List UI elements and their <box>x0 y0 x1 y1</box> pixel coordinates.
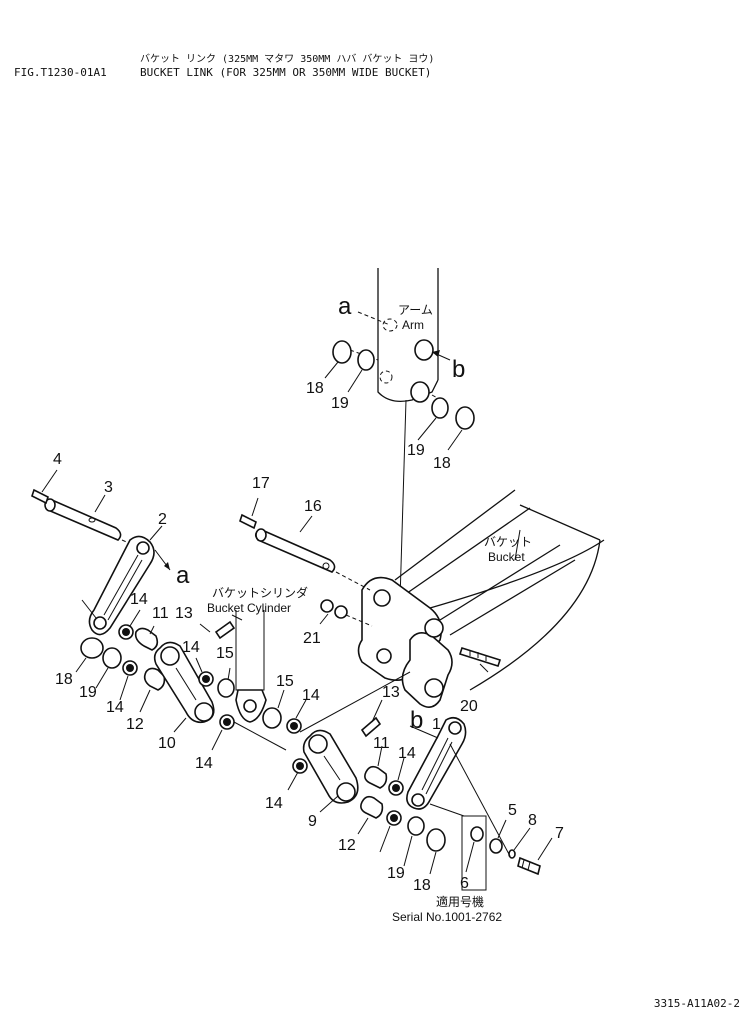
callout-14-b: 14 <box>182 639 200 656</box>
callout-18-arm-right: 18 <box>433 455 451 472</box>
callout-19-left: 19 <box>79 684 97 701</box>
callout-3: 3 <box>104 479 113 496</box>
callout-14-g: 14 <box>398 745 416 762</box>
right-link-assembly <box>233 671 553 891</box>
callout-4: 4 <box>53 451 62 468</box>
reference-labels: a b a b <box>176 293 465 734</box>
callout-19-arm-left: 19 <box>331 395 349 412</box>
drawing-code: 3315-A11A02-2 <box>653 997 740 1010</box>
callout-14-a: 14 <box>130 591 148 608</box>
callout-18-arm-left: 18 <box>306 380 324 397</box>
callout-17: 17 <box>252 475 270 492</box>
bucket-jp-label: バケット <box>484 535 532 549</box>
bucket-label: Bucket <box>488 550 525 564</box>
callout-12-left: 12 <box>126 716 144 733</box>
cylinder-label: Bucket Cylinder <box>207 601 291 615</box>
callout-18-right: 18 <box>413 877 431 894</box>
arm-label: Arm <box>402 318 424 332</box>
serial-jp-label: 適用号機 <box>436 894 484 909</box>
callout-21: 21 <box>303 630 321 647</box>
callout-2: 2 <box>158 511 167 528</box>
callout-11-right: 11 <box>373 735 390 752</box>
callout-5: 5 <box>508 802 517 819</box>
callout-12-right: 12 <box>338 837 356 854</box>
callout-19-arm-right: 19 <box>407 442 425 459</box>
callout-20: 20 <box>460 698 478 715</box>
arm-assembly <box>324 268 475 601</box>
cylinder-jp-label: バケットシリンダ <box>212 585 308 600</box>
nut-21-group <box>319 599 373 627</box>
ref-b-arm: b <box>452 356 465 383</box>
callout-18-left: 18 <box>55 671 73 688</box>
part-callouts: 1 2 3 4 5 6 7 8 9 10 11 11 12 12 13 13 1… <box>53 380 564 894</box>
bucket-cylinder <box>231 610 267 723</box>
ref-a-arm: a <box>338 293 352 320</box>
pin-3-link-2-group <box>31 469 171 636</box>
callout-1: 1 <box>432 716 441 733</box>
figure-number: FIG.T1230-01A1 <box>14 66 107 79</box>
callout-15-right: 15 <box>276 673 294 690</box>
callout-10: 10 <box>158 735 176 752</box>
diagram-title: BUCKET LINK (FOR 325MM OR 350MM WIDE BUC… <box>140 66 432 79</box>
component-labels: アーム Arm バケット Bucket バケットシリンダ Bucket Cyli… <box>207 303 532 924</box>
callout-14-c: 14 <box>106 699 124 716</box>
japanese-title: バケット リンク (325MM マタワ 350MM ハバ バケット ヨウ) <box>140 54 435 65</box>
callout-16: 16 <box>304 498 322 515</box>
callout-19-right: 19 <box>387 865 405 882</box>
ref-a-link: a <box>176 562 190 589</box>
callout-8: 8 <box>528 812 537 829</box>
arm-jp-label: アーム <box>398 303 433 317</box>
pin-16-group <box>239 497 371 591</box>
callout-9: 9 <box>308 813 317 830</box>
serial-label: Serial No.1001-2762 <box>392 910 502 924</box>
callout-11-left: 11 <box>152 605 169 622</box>
bucket-assembly <box>357 489 605 708</box>
callout-7: 7 <box>555 825 564 842</box>
callout-14-e: 14 <box>302 687 320 704</box>
callout-6: 6 <box>460 875 469 892</box>
callout-14-f: 14 <box>265 795 283 812</box>
callout-13-left: 13 <box>175 605 193 622</box>
ref-b-link: b <box>410 707 423 734</box>
callout-15-left: 15 <box>216 645 234 662</box>
callout-13-right: 13 <box>382 684 400 701</box>
callout-14-d: 14 <box>195 755 213 772</box>
